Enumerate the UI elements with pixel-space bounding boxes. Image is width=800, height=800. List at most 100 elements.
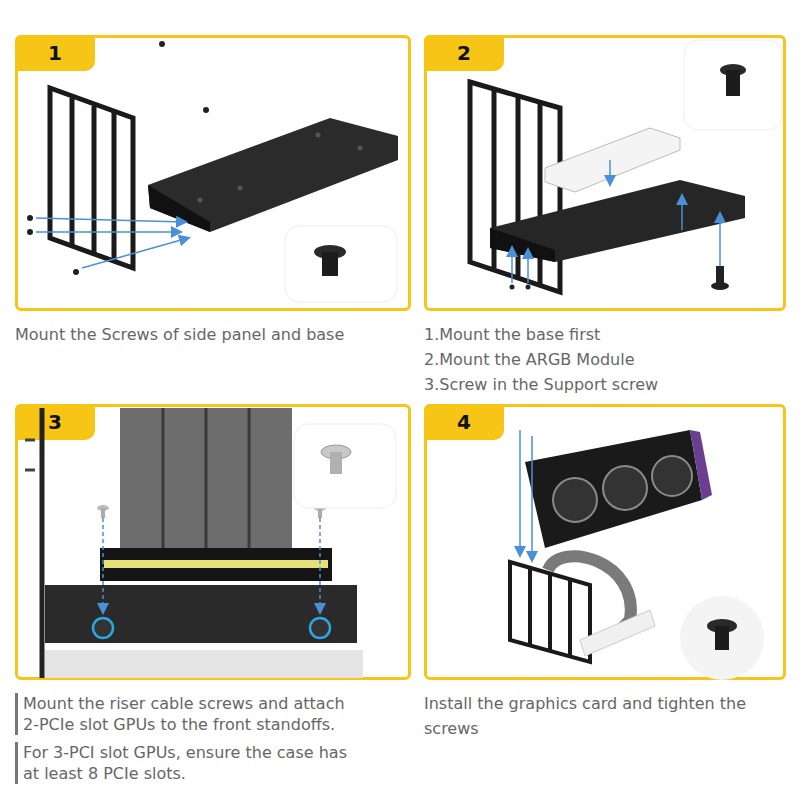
illustration-part <box>104 560 328 568</box>
illustration-part <box>198 198 203 203</box>
step-panel: 21.Mount the base first2.Mount the ARGB … <box>424 35 786 311</box>
illustration-part <box>101 508 105 518</box>
illustration-part <box>719 214 721 268</box>
illustration-part <box>45 585 357 643</box>
illustration-part <box>652 456 692 496</box>
illustration-part <box>50 88 133 268</box>
step-instruction: 3.Screw in the Support screw <box>424 372 800 397</box>
illustration-part <box>511 248 513 283</box>
illustration-part <box>609 160 611 184</box>
illustration-part <box>510 562 590 662</box>
illustration-part <box>548 574 552 652</box>
illustration-part <box>285 226 397 302</box>
illustration-part <box>27 229 33 235</box>
illustration-part <box>690 430 712 500</box>
illustration-part <box>319 518 321 612</box>
illustration-part <box>92 106 97 253</box>
illustration-part <box>330 452 342 474</box>
illustration-part <box>238 186 243 191</box>
illustration-part <box>526 285 531 290</box>
gpu-install <box>510 430 764 680</box>
illustration-part <box>580 610 655 656</box>
illustration-part <box>603 466 647 510</box>
illustration-part <box>707 619 737 633</box>
step-panel: 1Mount the Screws of side panel and base <box>15 35 411 311</box>
illustration-part <box>492 90 497 268</box>
illustration-part <box>40 408 45 678</box>
illustration-part <box>36 218 185 222</box>
illustration-part <box>148 185 210 232</box>
illustration-part <box>248 408 251 553</box>
step-number: 2 <box>424 35 504 71</box>
illustration-part <box>358 146 363 151</box>
step-panel: 4Install the graphics card and tighten t… <box>424 404 786 680</box>
step-number: 3 <box>15 404 95 440</box>
illustration-part <box>680 596 764 680</box>
illustration-part <box>159 41 165 47</box>
illustration-part <box>120 408 292 553</box>
illustration-part <box>684 40 782 130</box>
illustration-part <box>470 82 560 292</box>
step-instruction: 2.Mount the ARGB Module <box>424 347 800 372</box>
illustration-part <box>318 508 322 518</box>
illustration-part <box>314 505 326 511</box>
illustration-part <box>310 618 330 638</box>
illustration-part <box>100 548 332 581</box>
illustration-part <box>112 112 117 260</box>
illustration-part <box>525 430 702 548</box>
illustration-part <box>82 238 188 268</box>
illustration-part <box>321 445 351 459</box>
illustration-part <box>681 196 683 230</box>
riser-closeup <box>25 408 396 678</box>
illustration-part <box>545 128 680 192</box>
illustration-part <box>148 118 398 232</box>
step-number: 4 <box>424 404 504 440</box>
illustration-part <box>527 250 529 283</box>
step-panel: 3Mount the riser cable screws and attach… <box>15 404 411 680</box>
illustration-part <box>528 568 532 646</box>
illustration-part <box>294 424 396 508</box>
illustration-part <box>548 556 631 640</box>
illustration-part <box>711 282 729 290</box>
bracket-assembly <box>470 40 782 292</box>
illustration-part <box>36 231 180 233</box>
step-instruction: For 3-PCI slot GPUs, ensure the case has… <box>15 742 365 784</box>
step-captions: Mount the Screws of side panel and base <box>15 322 415 347</box>
illustration-part <box>519 430 521 555</box>
illustration-part <box>490 228 555 262</box>
step-number: 1 <box>15 35 95 71</box>
step-captions: Install the graphics card and tighten th… <box>424 691 784 741</box>
illustration-part <box>510 285 515 290</box>
step-captions: 1.Mount the base first2.Mount the ARGB M… <box>424 322 800 397</box>
step-instruction: Install the graphics card and tighten th… <box>424 691 784 741</box>
illustration-part <box>73 269 79 275</box>
illustration-part <box>102 518 104 612</box>
illustration-part <box>162 408 165 553</box>
illustration-part <box>203 107 209 113</box>
illustration-part <box>715 626 729 650</box>
illustration-part <box>25 439 35 442</box>
illustration-part <box>45 650 363 678</box>
illustration-part <box>93 618 113 638</box>
illustration-part <box>25 469 35 472</box>
illustration-part <box>531 436 533 560</box>
illustration-part <box>97 505 109 511</box>
step-instruction: Mount the Screws of side panel and base <box>15 322 415 347</box>
illustration-part <box>538 102 543 284</box>
illustration-part <box>726 70 740 96</box>
step-captions: Mount the riser cable screws and attach … <box>15 693 365 791</box>
step-instruction: 1.Mount the base first <box>424 322 800 347</box>
bracket-exploded <box>27 41 398 302</box>
illustration-part <box>720 64 746 76</box>
illustration-part <box>716 266 724 284</box>
illustration-part <box>553 478 597 522</box>
illustration-part <box>27 215 33 221</box>
illustration-part <box>322 252 338 276</box>
illustration-part <box>70 98 75 245</box>
illustration-part <box>516 96 521 276</box>
illustration-part <box>568 580 572 656</box>
step-instruction: Mount the riser cable screws and attach … <box>15 693 365 735</box>
illustration-part <box>316 133 321 138</box>
